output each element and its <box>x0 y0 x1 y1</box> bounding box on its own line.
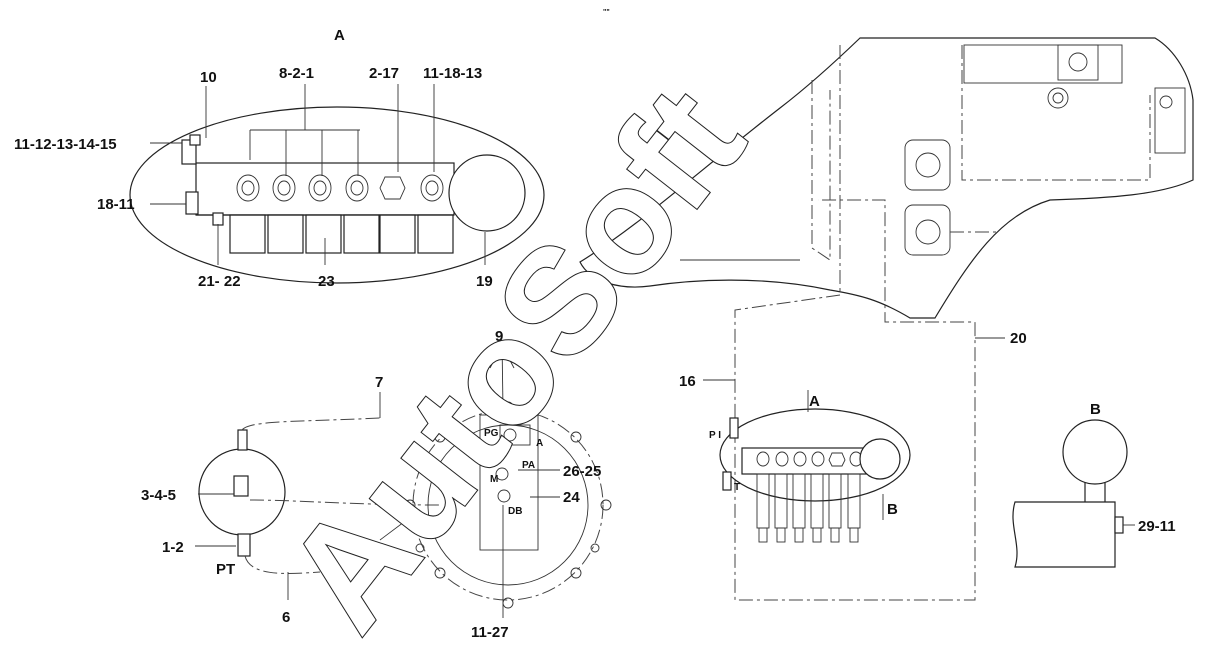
callout-23: 23 <box>318 273 335 290</box>
detail-a-inset: A B P I T 16 <box>679 373 911 543</box>
view-b-label: B <box>887 501 898 518</box>
callout-26-25: 26-25 <box>563 463 601 480</box>
callout-24: 24 <box>563 489 580 506</box>
callout-28: 28 <box>366 541 383 558</box>
callout-21-22: 21- 22 <box>198 273 241 290</box>
callout-29-11: 29-11 <box>1138 518 1176 535</box>
detail-a: A <box>14 27 545 290</box>
callout-11-12-13-14-15: 11-12-13-14-15 <box>14 136 117 153</box>
port-a-label: A <box>536 438 543 449</box>
port-pb-label: PB <box>481 452 495 463</box>
port-b-label: B <box>472 438 479 449</box>
port-pg-label: PG <box>484 428 499 439</box>
port-sh-label: SH <box>518 405 532 416</box>
callout-8-2-1: 8-2-1 <box>279 65 314 82</box>
accumulator-19 <box>448 154 526 232</box>
callout-6: 6 <box>282 609 290 626</box>
callout-20: 20 <box>1010 330 1027 347</box>
machine-frame: 20 <box>579 37 1194 601</box>
detail-b-title: B <box>1090 401 1101 418</box>
detail-a-manifold <box>181 134 526 254</box>
watermark-text: AutoSoft <box>253 57 775 659</box>
port-pi-label: P I <box>709 430 721 441</box>
detail-b: B 29-11 <box>1012 401 1176 568</box>
callout-11-18-13: 11-18-13 <box>423 65 482 82</box>
callout-10: 10 <box>200 69 217 86</box>
view-a-label: A <box>809 393 820 410</box>
port-pa-label: PA <box>522 460 535 471</box>
callout-16: 16 <box>679 373 696 390</box>
slew-motor: 9 SH PG B A PB PA M DB 26-25 24 28 11-27 <box>366 328 612 641</box>
callout-3-4-5: 3-4-5 <box>141 487 176 504</box>
callout-1-2: 1-2 <box>162 539 184 556</box>
detail-a-outline <box>129 106 545 284</box>
port-t-label: T <box>734 482 740 493</box>
callout-18-11: 18-11 <box>97 196 135 213</box>
callout-19: 19 <box>476 273 493 290</box>
port-db-label: DB <box>508 506 522 517</box>
callout-2-17: 2-17 <box>369 65 399 82</box>
callout-7: 7 <box>375 374 383 391</box>
detail-a-title: A <box>334 27 345 44</box>
pump-unit: 7 3-4-5 1-2 PT 6 <box>141 374 441 626</box>
port-pt-label: PT <box>216 561 235 578</box>
callout-11-27: 11-27 <box>471 624 509 641</box>
port-m-label: M <box>490 474 498 485</box>
callout-9: 9 <box>495 328 503 345</box>
header-mark: "" <box>603 9 610 16</box>
